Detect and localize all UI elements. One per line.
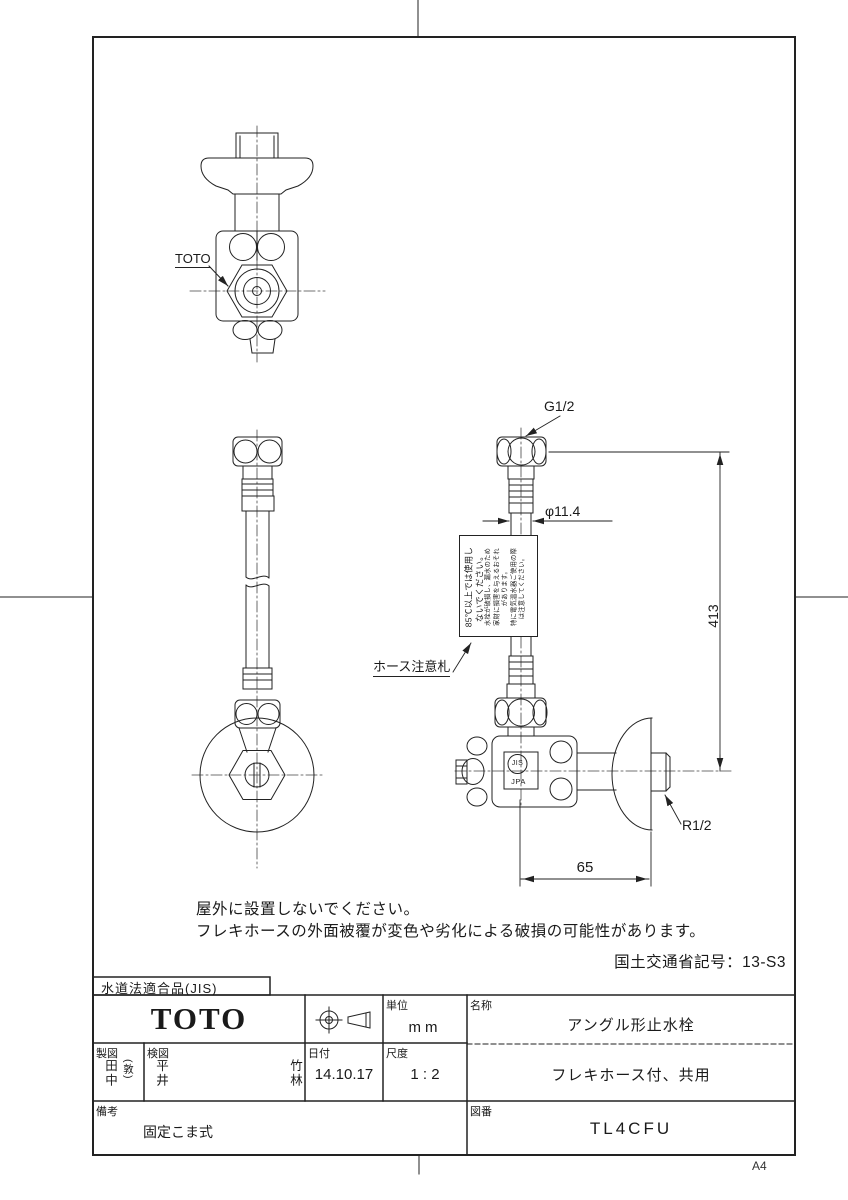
drafter-name-main: 田中 [103, 1059, 117, 1088]
drafter-name: 田中 (敦) [101, 1059, 136, 1088]
warning-line: 家財に損害を与えるおそれ [493, 548, 501, 626]
flange-circle [199, 717, 315, 833]
note-line-1: 屋外に設置しないでください。 [196, 901, 420, 918]
dim-total-length: 413 [705, 604, 721, 628]
dim-outlet-thread: R1/2 [682, 817, 712, 833]
flange-dome [200, 157, 314, 195]
remarks-value: 固定こま式 [143, 1124, 213, 1140]
ministry-code: 国土交通省記号：13-S3 [614, 954, 786, 971]
dim-hose-diameter: φ11.4 [545, 503, 581, 519]
drawing-number-value: TL4CFU [589, 1119, 673, 1138]
jis-mark: JIS [511, 760, 524, 767]
scale-value: 1 : 2 [410, 1066, 440, 1083]
hose-view-linework [199, 436, 315, 833]
drafter-name-paren: (敦) [122, 1059, 134, 1080]
dim-wall-offset: 65 [576, 859, 594, 876]
note-line-2: フレキホースの外面被覆が変色や劣化による破損の可能性があります。 [196, 923, 706, 940]
checker-label: 検図 [147, 1048, 169, 1060]
paper-size-label: A4 [752, 1159, 767, 1173]
date-label: 日付 [308, 1048, 330, 1060]
scale-label: 尺度 [386, 1048, 408, 1060]
warning-line: があります。 [501, 567, 509, 607]
centerlines [189, 125, 732, 869]
unit-label: 単位 [386, 1000, 408, 1012]
hose-tag-callout: ホース注意札 [373, 656, 451, 677]
dim-top-thread: G1/2 [544, 398, 575, 414]
hose-warning-label: 85℃以上では使用し ないでください。 水栓が破損し、漏水のため 家財に損害を与… [459, 535, 538, 637]
drafter-label: 製図 [96, 1048, 118, 1060]
valve-body-side [491, 735, 578, 808]
title-block-lines [92, 976, 796, 1156]
brand-logo: TOTO [150, 1001, 248, 1036]
wall-flange-dome [611, 717, 653, 831]
checker-name-1: 平井 [154, 1059, 168, 1088]
drawing-number-label: 図番 [470, 1106, 492, 1118]
compliance-label: 水道法適合品(JIS) [101, 981, 218, 996]
warning-line: は注意してください。 [518, 554, 526, 620]
hose-warning-text: 85℃以上では使用し ないでください。 水栓が破損し、漏水のため 家財に損害を与… [464, 539, 536, 636]
product-name-label: 名称 [470, 1000, 492, 1012]
product-name-value: アングル形止水栓 [567, 1017, 695, 1034]
brand-callout: TOTO [175, 251, 211, 268]
warning-line: ないでください。 [474, 551, 484, 623]
product-subtitle: フレキホース付、共用 [551, 1067, 711, 1084]
dimension-lines [452, 415, 730, 887]
date-value: 14.10.17 [314, 1066, 374, 1083]
valve-body [215, 230, 299, 322]
checker-name-2: 竹林 [288, 1059, 302, 1088]
remarks-label: 備考 [96, 1106, 118, 1118]
jpa-mark: JPA [511, 777, 526, 786]
hex-face [226, 264, 288, 318]
projection-symbol-icon [315, 1006, 371, 1034]
front-view-linework [200, 132, 314, 354]
warning-line: 85℃以上では使用し [463, 546, 474, 628]
unit-value: mm [408, 1019, 442, 1036]
sheet-border [0, 0, 848, 1175]
warning-line: 水栓が破損し、漏水のため [484, 548, 492, 626]
